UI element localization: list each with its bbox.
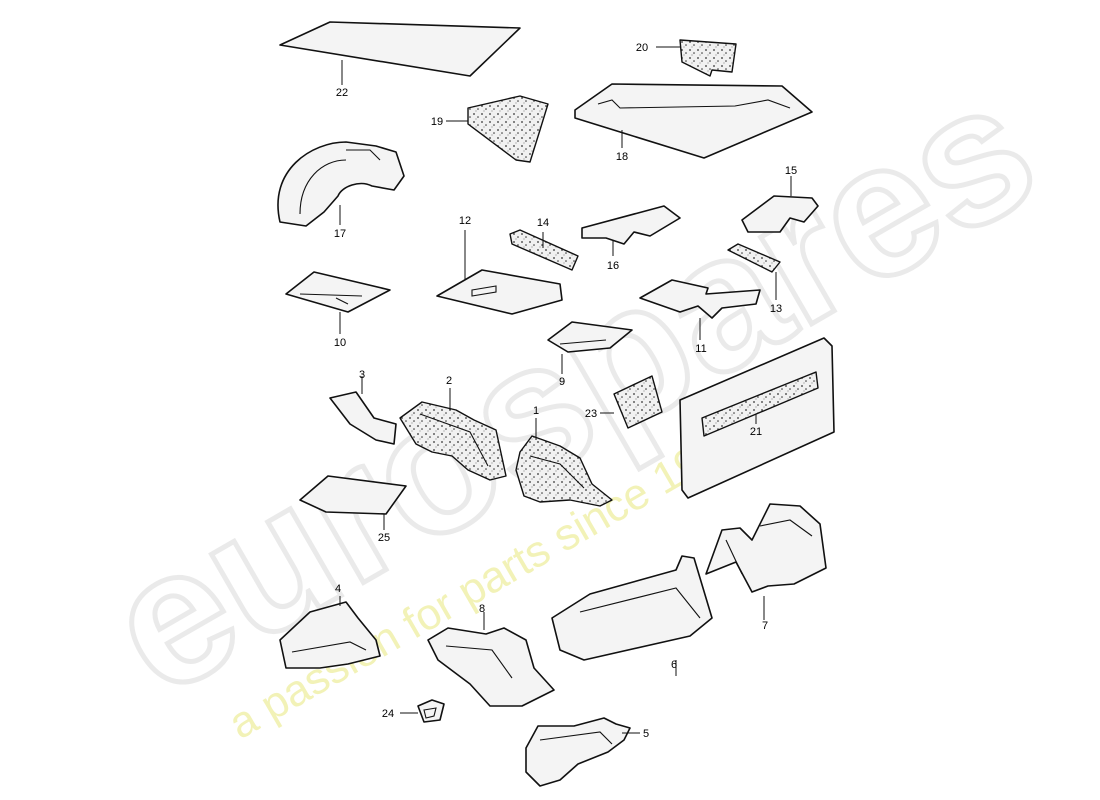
part-4 (279, 596, 381, 669)
part-19 (446, 95, 549, 163)
callout-16: 16 (607, 260, 619, 272)
callout-20: 20 (636, 42, 648, 54)
callout-13: 13 (770, 303, 782, 315)
callout-18: 18 (616, 151, 628, 163)
part-12 (436, 230, 563, 315)
part-21 (679, 337, 835, 499)
callout-3: 3 (359, 369, 365, 381)
callout-6: 6 (671, 659, 677, 671)
callout-2: 2 (446, 375, 452, 387)
part-14 (509, 229, 579, 271)
callout-12: 12 (459, 215, 471, 227)
part-11 (639, 279, 761, 340)
part-25 (299, 475, 407, 530)
callout-5: 5 (643, 728, 649, 740)
callout-labels: 1 2 3 4 5 6 7 8 9 10 11 12 13 14 15 16 1… (334, 42, 797, 740)
part-18 (574, 83, 813, 159)
part-7 (705, 503, 827, 620)
part-5 (525, 717, 640, 787)
callout-22: 22 (336, 87, 348, 99)
callout-4: 4 (335, 583, 341, 595)
callout-25: 25 (378, 532, 390, 544)
part-6 (551, 555, 713, 676)
callout-15: 15 (785, 165, 797, 177)
callout-11: 11 (695, 343, 706, 355)
part-13 (727, 243, 781, 300)
part-24 (400, 699, 445, 723)
callout-1: 1 (533, 405, 539, 417)
part-9 (547, 321, 633, 374)
callout-8: 8 (479, 603, 485, 615)
callout-10: 10 (334, 337, 346, 349)
callout-14: 14 (537, 217, 549, 229)
part-17 (277, 141, 405, 227)
callout-23: 23 (585, 408, 597, 420)
part-3 (329, 376, 397, 445)
part-20 (656, 39, 737, 77)
part-22 (279, 21, 521, 85)
callout-19: 19 (431, 116, 443, 128)
callout-9: 9 (559, 376, 565, 388)
callout-21: 21 (750, 426, 762, 438)
callout-24: 24 (382, 708, 394, 720)
callout-17: 17 (334, 228, 346, 240)
part-2 (399, 388, 507, 481)
callout-7: 7 (762, 620, 768, 632)
part-23 (600, 375, 663, 429)
part-15 (741, 176, 819, 233)
part-10 (285, 271, 391, 334)
part-1 (515, 418, 613, 507)
part-16 (581, 205, 681, 256)
part-8 (427, 612, 555, 707)
